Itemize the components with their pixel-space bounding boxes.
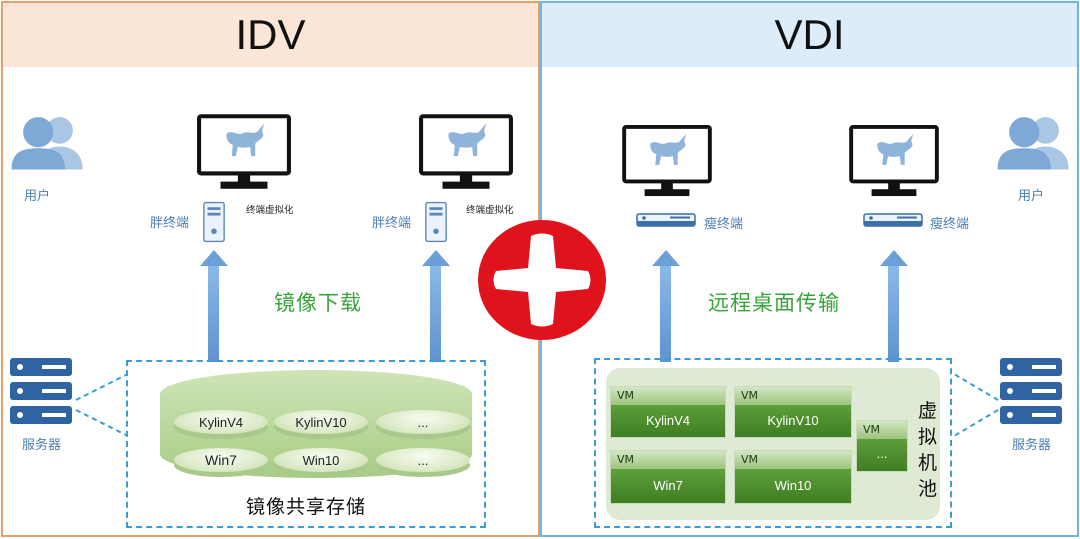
thin-client-label: 瘦终端 xyxy=(704,217,744,232)
image-disk: Win10 xyxy=(274,448,368,472)
idv-panel: IDV xyxy=(1,1,540,537)
image-download-label: 镜像下载 xyxy=(274,291,362,315)
terminal-virtualization-label: 终端虚拟化 xyxy=(466,205,514,216)
remote-desktop-transfer-label: 远程桌面传输 xyxy=(708,291,840,315)
monitor-icon xyxy=(196,113,292,191)
server-icon xyxy=(998,356,1064,426)
idv-title: IDV xyxy=(3,3,538,67)
vm-pool-label-char: 机 xyxy=(918,452,938,474)
image-disk: ... xyxy=(376,448,470,472)
image-disk: KylinV10 xyxy=(274,410,368,434)
server-link xyxy=(953,373,999,437)
idv-user-label: 用户 xyxy=(24,189,51,204)
thick-client-label: 胖终端 xyxy=(150,216,190,231)
image-storage-label: 镜像共享存储 xyxy=(246,496,367,518)
vdi-server-label: 服务器 xyxy=(1012,438,1052,453)
server-icon xyxy=(8,356,74,426)
upload-arrow xyxy=(652,250,680,362)
thick-client-label: 胖终端 xyxy=(372,216,412,231)
plus-icon xyxy=(478,220,606,340)
image-disk: ... xyxy=(376,410,470,434)
user-icon xyxy=(994,112,1074,172)
terminal-virtualization-label: 终端虚拟化 xyxy=(246,205,294,216)
thin-client-icon xyxy=(863,212,923,228)
vm-pool-label-char: 池 xyxy=(918,478,938,500)
image-disk: KylinV4 xyxy=(174,410,268,434)
monitor-icon xyxy=(418,113,514,191)
vdi-user-label: 用户 xyxy=(1018,189,1045,204)
vm-pool-label-char: 虚 xyxy=(918,400,938,422)
vm-card: VM... xyxy=(856,420,908,472)
server-link xyxy=(75,373,129,437)
upload-arrow xyxy=(422,250,450,362)
tower-pc-icon xyxy=(202,200,226,244)
vm-pool-box xyxy=(594,358,952,528)
thin-client-label: 瘦终端 xyxy=(930,217,970,232)
vdi-title: VDI xyxy=(542,3,1077,67)
idv-server-label: 服务器 xyxy=(22,438,62,453)
upload-arrow xyxy=(880,250,908,362)
upload-arrow xyxy=(200,250,228,362)
vdi-panel: VDI xyxy=(540,1,1079,537)
tower-pc-icon xyxy=(424,200,448,244)
user-icon xyxy=(8,112,88,172)
image-storage-box xyxy=(126,360,486,528)
monitor-icon xyxy=(848,124,940,198)
thin-client-icon xyxy=(636,212,696,228)
vm-pool-label-char: 拟 xyxy=(918,426,938,448)
image-disk: Win7 xyxy=(174,448,268,472)
monitor-icon xyxy=(621,124,713,198)
